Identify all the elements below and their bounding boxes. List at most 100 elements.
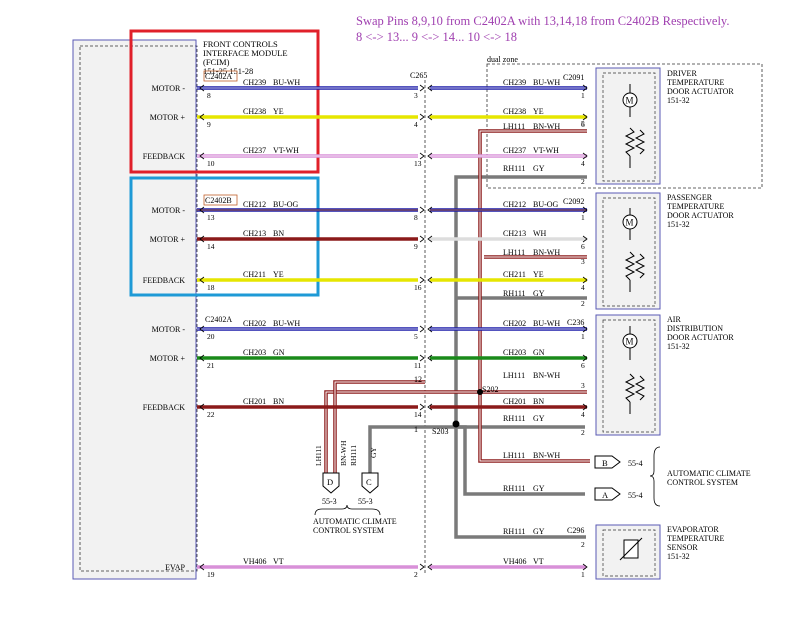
right-circuit-number: CH203 — [503, 348, 526, 357]
wire-color: YE — [273, 270, 284, 279]
mid-pin-number: 14 — [414, 410, 422, 419]
mid-pin-number: 5 — [414, 332, 418, 341]
rh111-b-circuit: RH111 — [503, 289, 526, 298]
air-title-2: DISTRIBUTION — [667, 324, 723, 333]
c2402a-label: C2402A — [205, 72, 232, 81]
mid-pin-12: 12 — [414, 375, 422, 384]
rh111-e-circuit: RH111 — [503, 527, 526, 536]
right-pin-number: 1 — [581, 213, 585, 222]
pin-arrow-left — [199, 276, 205, 284]
circuit-number: CH238 — [243, 107, 266, 116]
air-title-1: AIR — [667, 315, 681, 324]
connector-a-label: A — [602, 490, 609, 500]
pin-arrow-right — [582, 84, 588, 92]
c296-label: C296 — [567, 526, 584, 535]
evaporator-sensor — [595, 524, 661, 580]
s203-label: S203 — [432, 427, 448, 436]
lh111-b-color: BN-WH — [533, 248, 560, 257]
pin-arrow-mid-b — [427, 325, 433, 333]
pin-arrow-mid-a — [419, 84, 425, 92]
right-pin-number: 4 — [581, 159, 585, 168]
driver-title-3: DOOR ACTUATOR — [667, 87, 734, 96]
passenger-actuator: M — [595, 192, 661, 310]
right-pin-number: 4 — [581, 410, 585, 419]
right-wire-color: VT — [533, 557, 544, 566]
right-circuit-number: CH238 — [503, 107, 526, 116]
evap-title-3: SENSOR — [667, 543, 698, 552]
wire-color: BN — [273, 229, 284, 238]
mid-pin-number: 9 — [414, 242, 418, 251]
pin-arrow-mid-b — [427, 152, 433, 160]
pin-arrow-right — [582, 276, 588, 284]
right-circuit-number: VH406 — [503, 557, 527, 566]
pin-arrow-right — [582, 325, 588, 333]
evap-title-1: EVAPORATOR — [667, 525, 719, 534]
rh111-a-circuit: RH111 — [503, 164, 526, 173]
right-circuit-number: CH212 — [503, 200, 526, 209]
lh111-a-pin: 5 — [581, 119, 585, 128]
pin-label: MOTOR - — [152, 84, 186, 93]
pin-arrow-left — [199, 235, 205, 243]
pin-arrow-left — [199, 403, 205, 411]
circuit-number: CH239 — [243, 78, 266, 87]
mid-pin-number: 13 — [414, 159, 422, 168]
c2402a-box — [203, 70, 238, 82]
pin-number: 10 — [207, 159, 215, 168]
passenger-title-4: 151-32 — [667, 220, 690, 229]
pin-arrow-mid-b — [427, 563, 433, 571]
right-circuit-number: CH201 — [503, 397, 526, 406]
right-circuit-number: CH239 — [503, 78, 526, 87]
rh111-d-color: GY — [533, 484, 545, 493]
fcim-frame — [72, 39, 197, 580]
c2091-label: C2091 — [563, 73, 584, 82]
driver-title-4: 151-32 — [667, 96, 690, 105]
c265-label: C265 — [410, 71, 427, 80]
right-circuit-number: CH213 — [503, 229, 526, 238]
pin-arrow-right — [582, 235, 588, 243]
pin-number: 22 — [207, 410, 215, 419]
pin-arrow-mid-b — [427, 276, 433, 284]
pin-arrow-mid-b — [427, 113, 433, 121]
evap-title-2: TEMPERATURE — [667, 534, 724, 543]
pin-label: MOTOR + — [150, 113, 186, 122]
fcim-title-1: FRONT CONTROLS — [203, 39, 278, 49]
passenger-title-1: PASSENGER — [667, 193, 713, 202]
connector-c-label: C — [366, 477, 372, 487]
pin-arrow-mid-b — [427, 354, 433, 362]
rh111-c-circuit: RH111 — [503, 414, 526, 423]
c2402b-box — [203, 194, 238, 206]
dual-zone-box — [486, 63, 763, 189]
acs-bottom-title-2: CONTROL SYSTEM — [313, 526, 384, 535]
lh111-b-pin: 3 — [581, 257, 585, 266]
right-pin-number: 6 — [581, 120, 585, 129]
air-title-3: DOOR ACTUATOR — [667, 333, 734, 342]
acs-right-title-1: AUTOMATIC CLIMATE — [667, 469, 751, 478]
right-wire-color: YE — [533, 107, 544, 116]
right-circuit-number: CH202 — [503, 319, 526, 328]
circuit-number: CH213 — [243, 229, 266, 238]
pin-number: 21 — [207, 361, 215, 370]
lh111-c-pin: 3 — [581, 381, 585, 390]
wire-color: GN — [273, 348, 285, 357]
lh111-b-circuit: LH111 — [503, 248, 525, 257]
acs-bottom-bn: BN-WH — [339, 440, 348, 466]
rh111-c-pin: 2 — [581, 428, 585, 437]
pin-arrow-left — [199, 206, 205, 214]
pin-arrow-mid-b — [427, 84, 433, 92]
connector-b-icon — [594, 455, 621, 469]
s202-splice — [477, 389, 483, 395]
right-wire-color: VT-WH — [533, 146, 559, 155]
pin-arrow-right — [582, 354, 588, 362]
connector-a-icon — [594, 487, 621, 501]
right-wire-color: YE — [533, 270, 544, 279]
right-wire-color: WH — [533, 229, 547, 238]
acs-right: B 55-4 A 55-4 AUTOMATIC CLIMATE CONTROL … — [594, 446, 751, 507]
connector-c-icon — [361, 472, 379, 494]
s202-label: S202 — [482, 385, 498, 394]
pin-number: 14 — [207, 242, 215, 251]
motor-icon-glyph: M — [626, 337, 634, 347]
connector-d-label: D — [327, 477, 333, 487]
pin-arrow-mid-b — [427, 235, 433, 243]
pin-number: 13 — [207, 213, 215, 222]
